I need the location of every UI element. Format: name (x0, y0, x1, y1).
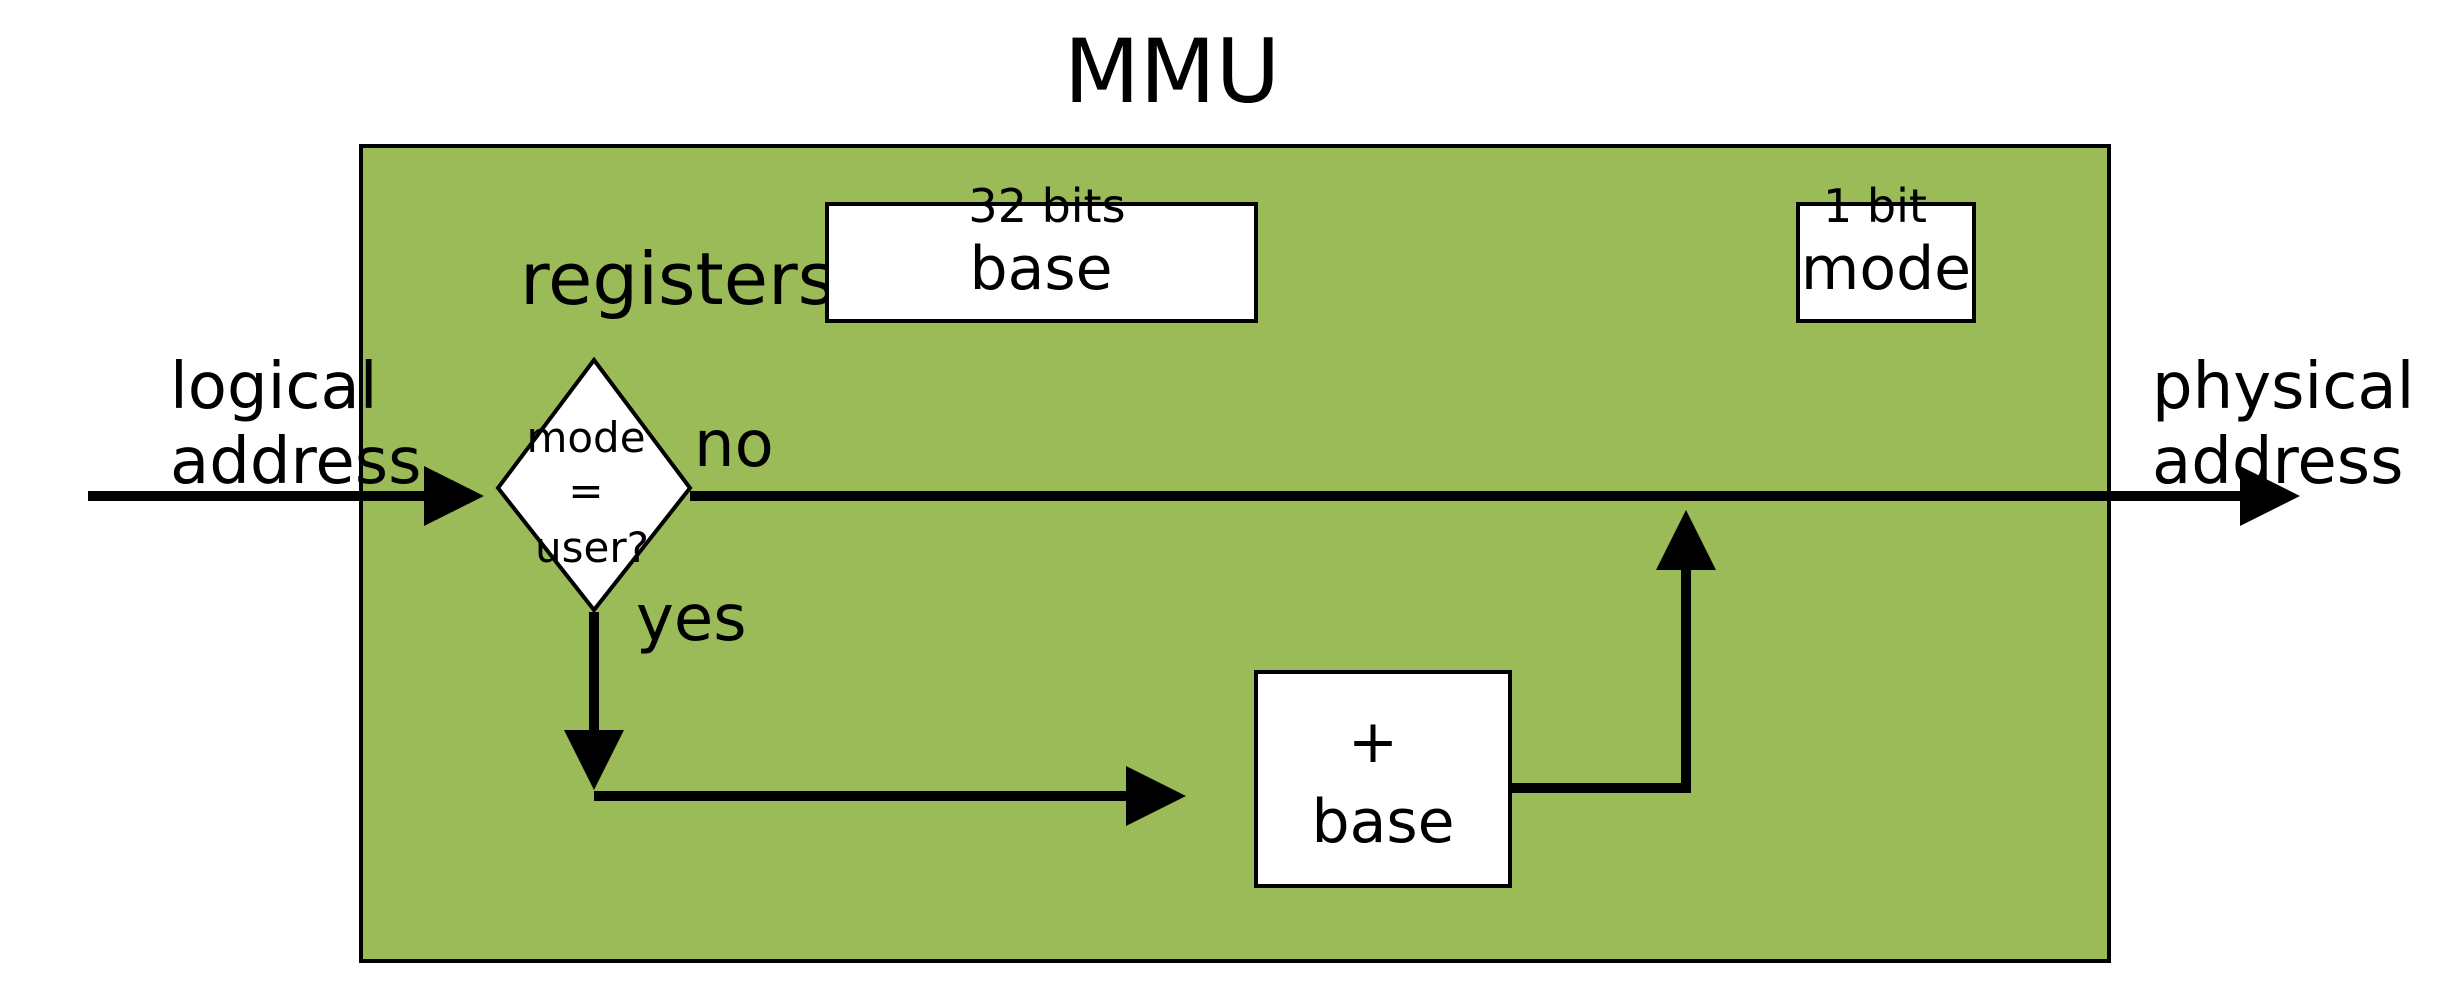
logical-address-label-line2: address (170, 425, 421, 499)
adder-plus-sign: + (1348, 707, 1398, 777)
adder-box (1254, 670, 1512, 888)
mode-decision-diamond (495, 356, 693, 614)
no-label: no (694, 408, 774, 482)
adder-output-path (1510, 510, 1716, 793)
base-register-box (825, 202, 1258, 323)
adder-base-label: base (1311, 787, 1454, 857)
decision-text-line3: user? (535, 523, 649, 572)
base-register-name: base (969, 234, 1112, 304)
mode-register-name: mode (1801, 234, 1971, 304)
logical-address-label-line1: logical (170, 350, 378, 424)
mode-register-box (1796, 202, 1976, 323)
yes-label: yes (636, 582, 747, 656)
registers-label: registers (520, 237, 835, 321)
mode-register-size: 1 bit (1823, 179, 1927, 233)
physical-address-label-line1: physical (2152, 350, 2414, 424)
physical-address-label-line2: address (2152, 425, 2403, 499)
base-register-size: 32 bits (968, 179, 1125, 233)
decision-text-line2: = (568, 466, 603, 515)
decision-text-line1: mode (526, 413, 645, 462)
diagram-title: MMU (1064, 20, 1280, 123)
